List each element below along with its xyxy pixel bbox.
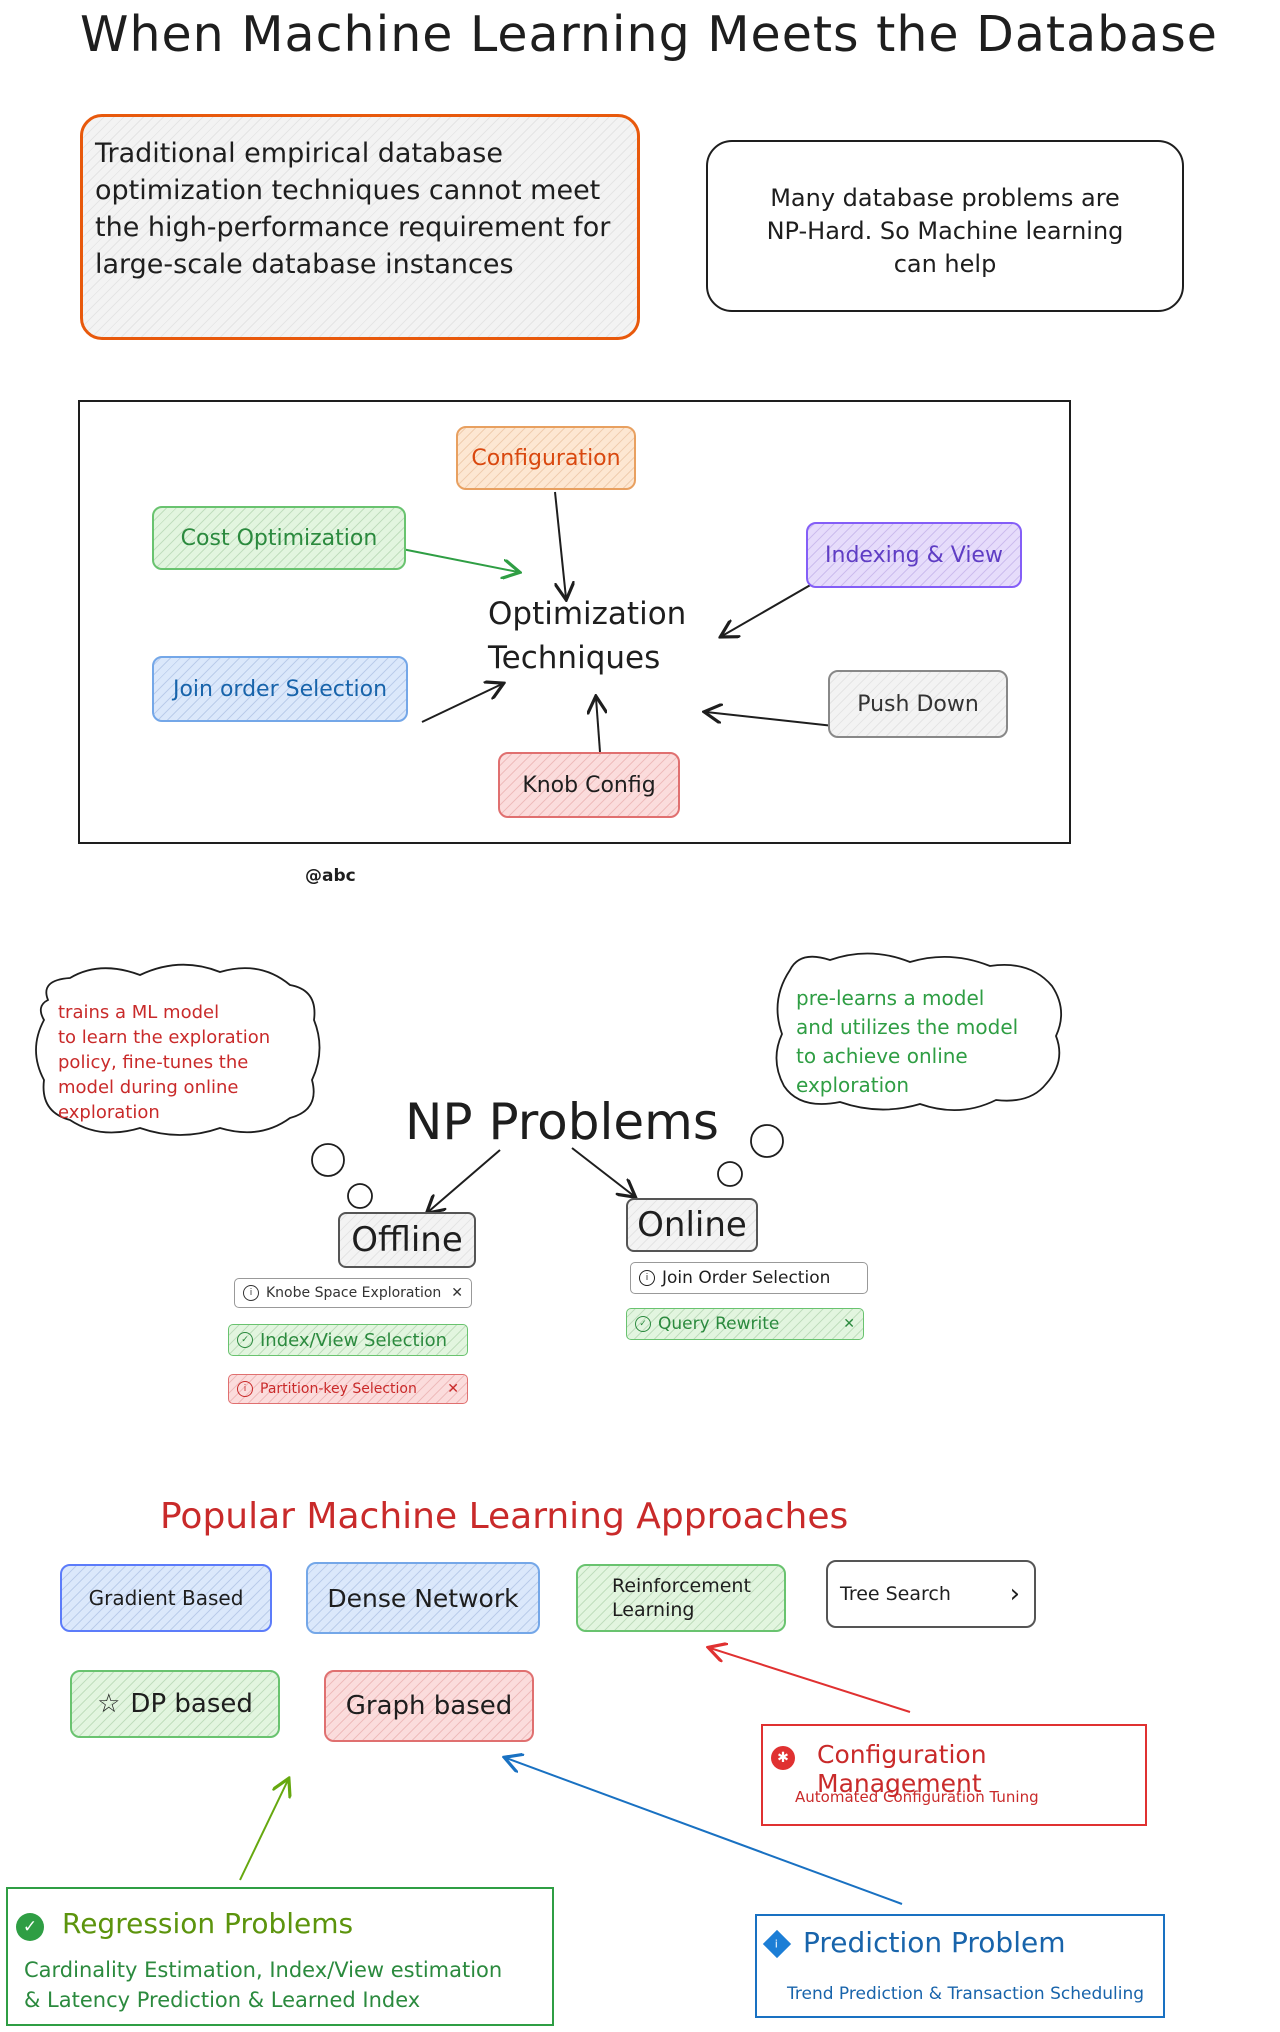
thought-line: pre-learns a model	[796, 986, 985, 1010]
regression-title: Regression Problems	[62, 1907, 354, 1940]
author-handle: @abc	[305, 866, 356, 886]
online-item-query-rewrite: ✓ Query Rewrite ✕	[626, 1308, 864, 1340]
arrow-config-mgmt	[710, 1648, 911, 1713]
offline-item-label: Partition-key Selection	[260, 1381, 417, 1397]
prediction-subtitle: Trend Prediction & Transaction Schedulin…	[787, 1984, 1145, 2004]
thought-line: exploration	[796, 1073, 910, 1097]
thought-line: model during online	[58, 1077, 239, 1098]
close-icon[interactable]: ✕	[447, 1381, 459, 1397]
regression-line: Cardinality Estimation, Index/View estim…	[24, 1958, 503, 1982]
configuration-management-box: ✱ Configuration Management Automated Con…	[761, 1724, 1147, 1826]
thought-dot	[717, 1161, 743, 1187]
gradient-based-node: Gradient Based	[60, 1564, 272, 1632]
np-hard-note-line: can help	[893, 250, 997, 278]
info-icon: i	[639, 1270, 655, 1286]
arrow-configuration	[554, 491, 566, 598]
arrow-cost	[401, 548, 518, 572]
offline-item-knob-space: i Knobe Space Exploration ✕	[234, 1278, 472, 1308]
online-thought-cloud	[775, 952, 1062, 1112]
optimization-center-label: Optimization Techniques	[488, 592, 686, 680]
regression-problems-box: ✓ Regression Problems Cardinality Estima…	[6, 1887, 554, 2026]
online-item-label: Join Order Selection	[662, 1268, 831, 1288]
arrow-pushdown	[706, 712, 853, 729]
close-icon[interactable]: ✕	[843, 1316, 855, 1332]
info-diamond-icon: i	[762, 1929, 792, 1959]
arrow-offline	[428, 1149, 501, 1212]
push-down-node: Push Down	[828, 670, 1008, 738]
arrow-regression	[239, 1780, 288, 1881]
arrow-knob	[596, 698, 600, 753]
np-problems-title: NP Problems	[405, 1093, 719, 1151]
graph-based-node: Graph based	[324, 1670, 534, 1742]
offline-item-index-view: ✓ Index/View Selection	[228, 1324, 468, 1356]
rl-line: Reinforcement	[612, 1575, 751, 1597]
cost-optimization-node: Cost Optimization	[152, 506, 406, 570]
thought-line: exploration	[58, 1102, 160, 1123]
offline-item-partition-key: i Partition-key Selection ✕	[228, 1374, 468, 1404]
regression-line: & Latency Prediction & Learned Index	[24, 1988, 421, 2012]
page-title: When Machine Learning Meets the Database	[80, 6, 1218, 63]
np-hard-note-line: NP-Hard. So Machine learning	[766, 217, 1124, 245]
thought-line: and utilizes the model	[796, 1015, 1019, 1039]
arrow-online	[571, 1147, 634, 1196]
info-icon: i	[243, 1285, 259, 1301]
arrow-prediction	[506, 1758, 903, 1905]
online-item-label: Query Rewrite	[658, 1314, 780, 1334]
offline-thought-text: trains a ML model to learn the explorati…	[58, 1000, 270, 1125]
thought-line: to learn the exploration	[58, 1027, 271, 1048]
online-node: Online	[626, 1198, 758, 1252]
prediction-title: Prediction Problem	[803, 1926, 1066, 1959]
check-circle-icon: ✓	[16, 1913, 44, 1941]
online-item-join-order: i Join Order Selection	[630, 1262, 868, 1294]
dense-network-node: Dense Network	[306, 1562, 540, 1634]
configuration-node: Configuration	[456, 426, 636, 490]
regression-body: Cardinality Estimation, Index/View estim…	[24, 1955, 502, 2015]
center-line: Techniques	[488, 640, 661, 676]
tree-search-label: Tree Search	[840, 1583, 951, 1605]
arrow-join	[421, 684, 502, 723]
dp-label: DP based	[130, 1689, 253, 1719]
thought-line: to achieve online	[796, 1044, 968, 1068]
np-hard-note-line: Many database problems are	[770, 184, 1120, 212]
reinforcement-learning-node: Reinforcement Learning	[576, 1564, 786, 1632]
check-circle-icon: ✓	[635, 1316, 651, 1332]
offline-thought-cloud	[35, 963, 321, 1136]
dp-based-node: ☆ DP based	[70, 1670, 280, 1738]
chevron-right-icon: ›	[1009, 1579, 1020, 1609]
offline-node: Offline	[338, 1212, 476, 1268]
thought-dot	[311, 1143, 345, 1177]
offline-item-label: Knobe Space Exploration	[266, 1285, 442, 1301]
arrow-indexing	[722, 575, 827, 636]
star-icon: ☆	[97, 1689, 121, 1719]
check-circle-icon: ✓	[237, 1332, 253, 1348]
popular-approaches-title: Popular Machine Learning Approaches	[160, 1496, 849, 1537]
thought-dot	[347, 1183, 373, 1209]
thought-line: policy, fine-tunes the	[58, 1052, 249, 1073]
configuration-management-title: Configuration Management	[817, 1740, 987, 1798]
indexing-view-node: Indexing & View	[806, 522, 1022, 588]
offline-item-label: Index/View Selection	[260, 1329, 448, 1351]
center-line: Optimization	[488, 596, 687, 632]
rl-line: Learning	[612, 1599, 695, 1621]
knob-config-node: Knob Config	[498, 752, 680, 818]
close-icon[interactable]: ✕	[451, 1285, 463, 1301]
join-order-node: Join order Selection	[152, 656, 408, 722]
configuration-management-subtitle: Automated Configuration Tuning	[795, 1788, 1039, 1806]
bug-icon: ✱	[771, 1746, 795, 1770]
optimization-frame	[78, 400, 1071, 844]
thought-line: trains a ML model	[58, 1002, 220, 1023]
thought-dot	[750, 1124, 784, 1158]
prediction-problem-box: i Prediction Problem Trend Prediction & …	[755, 1914, 1165, 2018]
tree-search-node[interactable]: Tree Search ›	[826, 1560, 1036, 1628]
online-thought-text: pre-learns a model and utilizes the mode…	[796, 984, 1018, 1100]
info-icon: i	[237, 1381, 253, 1397]
np-hard-note: Many database problems are NP-Hard. So M…	[706, 140, 1184, 312]
limitations-note: Traditional empirical database optimizat…	[80, 114, 640, 340]
